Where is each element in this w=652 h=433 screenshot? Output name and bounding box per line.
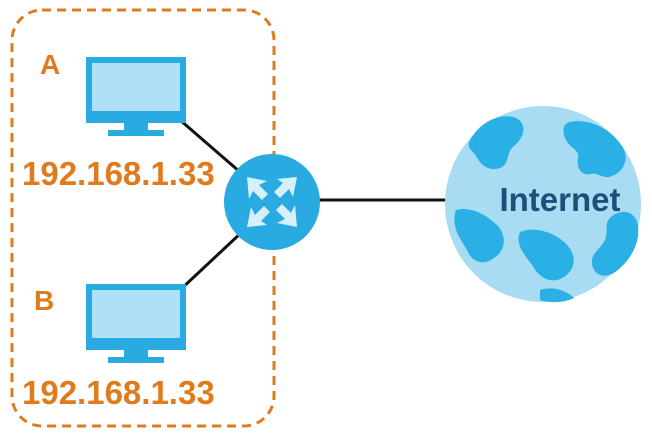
computer-a: A 192.168.1.33: [22, 49, 215, 192]
globe-icon: Internet: [445, 106, 641, 303]
link-a-router: [179, 118, 241, 174]
computer-monitor-icon: [86, 57, 186, 136]
router-icon: [224, 154, 320, 250]
computer-b: B 192.168.1.33: [22, 284, 215, 411]
computer-monitor-icon: [86, 284, 186, 363]
device-b-letter: B: [34, 285, 54, 316]
device-b-ip: 192.168.1.33: [22, 374, 215, 411]
device-a-ip: 192.168.1.33: [22, 155, 215, 192]
device-a-letter: A: [40, 49, 60, 80]
internet-label: Internet: [499, 181, 620, 218]
link-b-router: [178, 230, 244, 292]
